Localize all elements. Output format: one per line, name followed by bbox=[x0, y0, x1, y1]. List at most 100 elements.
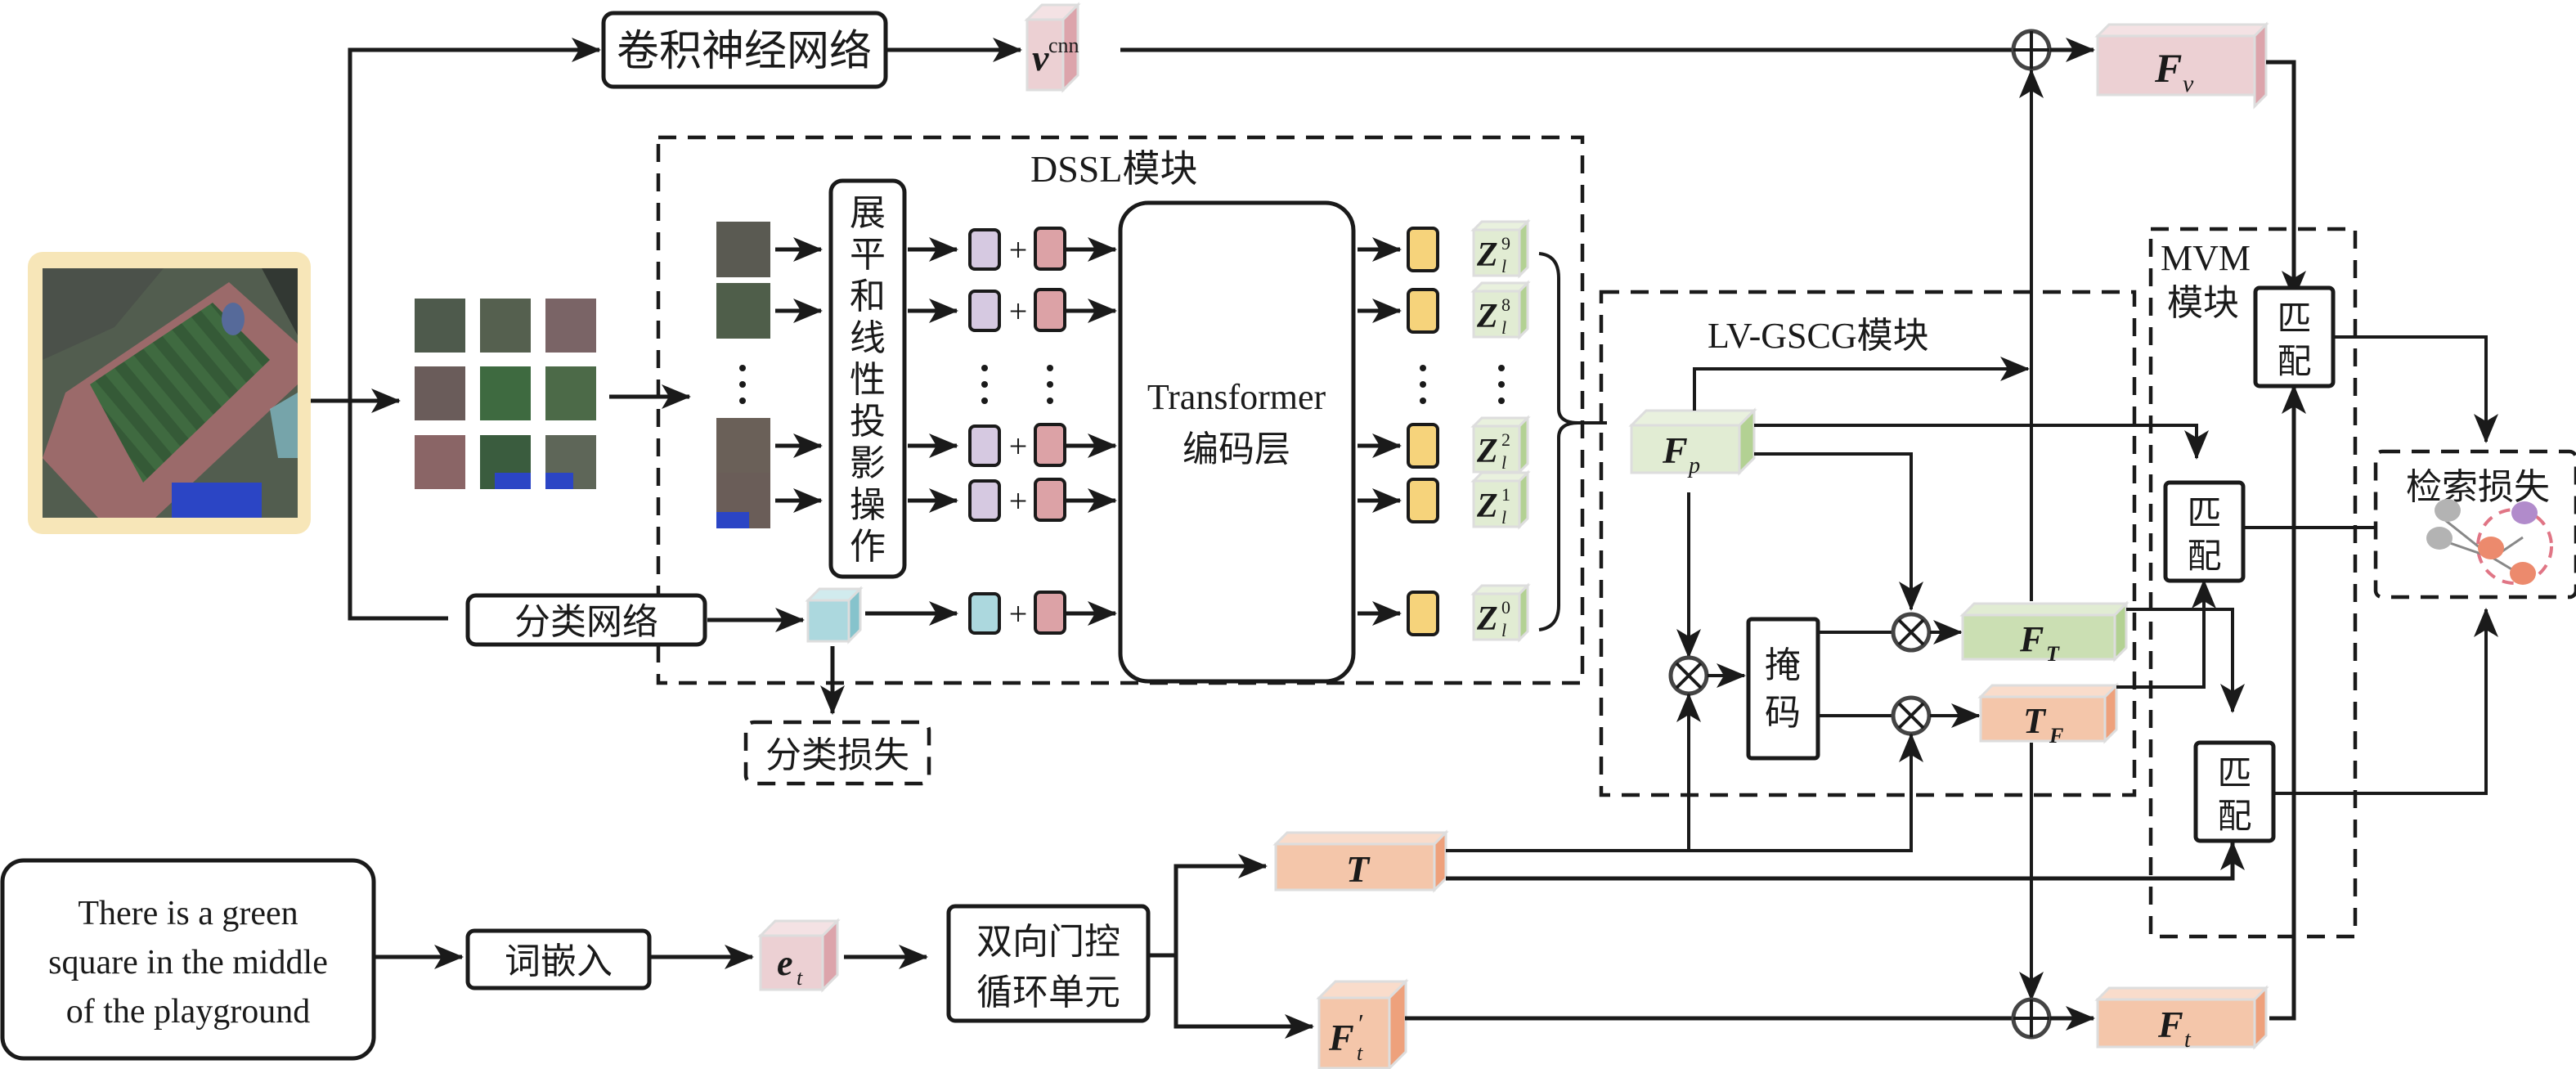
match-box[interactable]: 匹配 bbox=[2163, 480, 2246, 583]
Z-symbol: Z bbox=[1476, 433, 1498, 470]
classification-loss-label: 分类损失 bbox=[765, 734, 909, 776]
flatten-char: 投 bbox=[850, 401, 886, 442]
Z-subscript: l bbox=[1501, 256, 1506, 276]
classification-network-label: 分类网络 bbox=[514, 601, 658, 643]
transformer-label-line2: 编码层 bbox=[1183, 429, 1290, 470]
Z-superscript: 2 bbox=[1501, 429, 1510, 450]
text-line-1: There is a green bbox=[78, 895, 298, 932]
arrow-Fp-to-mul-FT bbox=[1754, 452, 1923, 611]
arrow-TF-to-match2 bbox=[2116, 579, 2216, 689]
arrow-Fp-to-Fv-add bbox=[1693, 357, 2030, 411]
flatten-char: 平 bbox=[850, 234, 886, 276]
text-input-box[interactable]: There is a green square in the middle of… bbox=[0, 858, 376, 1061]
class-token-cube bbox=[805, 586, 864, 645]
F-t-block: F t bbox=[2094, 985, 2269, 1053]
row-patch bbox=[716, 222, 770, 277]
z-brace bbox=[1538, 252, 1579, 631]
row-patch bbox=[716, 473, 770, 528]
arrow-match3-to-loss bbox=[2273, 608, 2498, 795]
text-line-3: of the playground bbox=[66, 993, 311, 1031]
position-embedding-token bbox=[1034, 423, 1066, 467]
line-T-to-mul bbox=[1446, 733, 1923, 852]
T-symbol: T bbox=[1346, 848, 1371, 890]
dssl-module-frame bbox=[656, 135, 1585, 685]
match-char-1: 匹 bbox=[2187, 493, 2221, 533]
mask-char-2: 码 bbox=[1765, 692, 1801, 734]
F-t-prime-mark: ′ bbox=[1357, 1008, 1363, 1038]
match-box[interactable]: 匹配 bbox=[2193, 740, 2276, 843]
plus-sign: + bbox=[1009, 595, 1028, 632]
image-patch bbox=[415, 435, 465, 489]
position-embedding-token bbox=[1034, 478, 1066, 522]
ellipsis-icon bbox=[739, 365, 746, 404]
bigru-box[interactable]: 双向门控 循环单元 bbox=[946, 904, 1151, 1023]
patch-token bbox=[968, 228, 1001, 271]
arrow-bigru-to-Ftprime bbox=[1174, 955, 1314, 1039]
text-line-2: square in the middle bbox=[48, 944, 328, 981]
Z-subscript: l bbox=[1501, 317, 1506, 338]
image-patch bbox=[480, 435, 531, 489]
F-T-symbol: F bbox=[2019, 619, 2044, 659]
match-box[interactable]: 匹配 bbox=[2253, 285, 2336, 389]
mask-box[interactable]: 掩 码 bbox=[1746, 617, 1820, 761]
Z-subscript: l bbox=[1501, 507, 1506, 528]
arrow-Ft-to-match1 bbox=[2269, 384, 2306, 1021]
mvm-title-line2: 模块 bbox=[2167, 282, 2239, 324]
F-t-subscript: t bbox=[2184, 1027, 2192, 1053]
T-F-symbol: T bbox=[2023, 701, 2047, 741]
image-patch bbox=[415, 299, 465, 353]
Z-symbol: Z bbox=[1476, 487, 1498, 525]
flatten-char: 展 bbox=[850, 192, 886, 234]
plus-sign: + bbox=[1009, 293, 1028, 330]
classification-loss-box: 分类损失 bbox=[743, 720, 931, 786]
transformer-encoder-box[interactable]: Transformer 编码层 bbox=[1118, 200, 1356, 684]
T-F-subscript: F bbox=[2049, 724, 2063, 748]
lvgscg-module-frame bbox=[1599, 290, 2137, 797]
word-embedding-box[interactable]: 词嵌入 bbox=[465, 928, 652, 990]
mask-char-1: 掩 bbox=[1765, 645, 1801, 686]
cnn-box[interactable]: 卷积神经网络 bbox=[601, 11, 888, 89]
output-token bbox=[1407, 478, 1439, 523]
ellipsis-icon bbox=[1498, 365, 1505, 404]
F-v-symbol: F bbox=[2154, 45, 2182, 91]
F-t-prime-cube: F ′ t bbox=[1316, 978, 1409, 1069]
F-v-block: F v bbox=[2094, 21, 2269, 110]
class-token bbox=[968, 592, 1001, 635]
image-patch bbox=[415, 366, 465, 420]
F-t-prime-symbol: F bbox=[1328, 1017, 1354, 1058]
flatten-char: 性 bbox=[850, 359, 886, 401]
output-token bbox=[1407, 423, 1439, 469]
plus-sign: + bbox=[1009, 483, 1028, 519]
patch-grid bbox=[415, 299, 596, 489]
row-patch bbox=[716, 283, 770, 339]
F-T-subscript: T bbox=[2046, 642, 2060, 666]
F-T-block: F T bbox=[1959, 600, 2129, 666]
ellipsis-icon bbox=[1420, 365, 1426, 404]
classification-network-box[interactable]: 分类网络 bbox=[465, 593, 707, 647]
match-char-1: 匹 bbox=[2217, 753, 2251, 793]
patch-token bbox=[968, 479, 1001, 522]
v-cnn-cube: v cnn bbox=[1024, 2, 1081, 93]
transformer-label-line1: Transformer bbox=[1147, 377, 1326, 417]
plus-sign: + bbox=[1009, 428, 1028, 465]
Z-superscript: 0 bbox=[1501, 597, 1510, 618]
arrow-image-to-classnet bbox=[348, 401, 448, 621]
patch-token bbox=[968, 290, 1001, 332]
image-patch bbox=[545, 435, 596, 489]
ellipsis-icon bbox=[981, 365, 988, 404]
v-cnn-superscript: cnn bbox=[1048, 34, 1079, 57]
arrow-match1-to-loss bbox=[2333, 335, 2498, 443]
mvm-module-frame bbox=[2148, 227, 2358, 939]
image-patch bbox=[545, 366, 596, 420]
flatten-char: 和 bbox=[850, 276, 886, 317]
F-p-symbol: F bbox=[1662, 429, 1688, 471]
